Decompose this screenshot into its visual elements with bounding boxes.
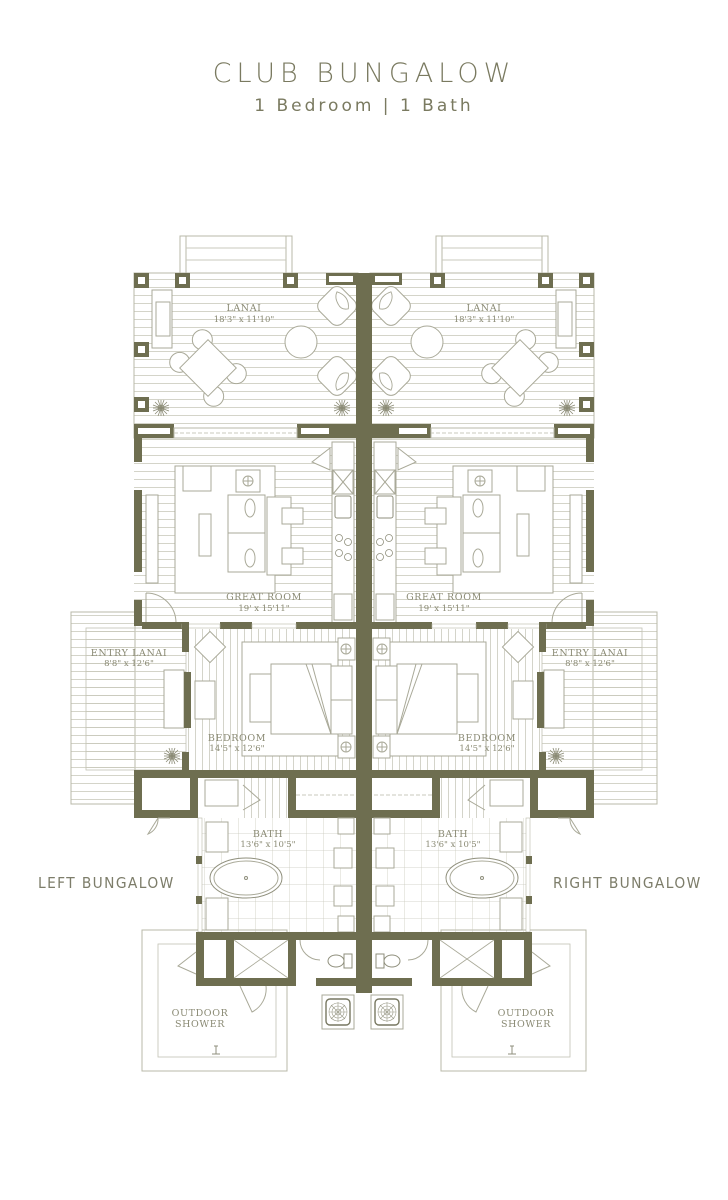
room-name-great-room: GREAT ROOM <box>406 592 482 603</box>
room-name-great-room: GREAT ROOM <box>226 592 302 603</box>
room-size-bedroom: 14'5" x 12'6" <box>209 744 264 754</box>
room-name-lanai: LANAI <box>466 303 501 314</box>
room-size-bedroom: 14'5" x 12'6" <box>459 744 514 754</box>
room-name-lanai: LANAI <box>226 303 261 314</box>
room-name-bedroom: BEDROOM <box>208 733 266 744</box>
left-bungalow-label: LEFT BUNGALOW <box>38 874 175 892</box>
room-name-outdoor-shower-2: SHOWER <box>501 1019 551 1030</box>
room-size-lanai: 18'3" x 11'10" <box>214 315 275 325</box>
room-size-entry-lanai: 8'8" x 12'6" <box>565 659 615 669</box>
room-size-entry-lanai: 8'8" x 12'6" <box>104 659 154 669</box>
room-name-outdoor-shower: OUTDOOR <box>172 1008 229 1019</box>
room-size-great-room: 19' x 15'11" <box>418 604 469 614</box>
drain-icon <box>370 994 404 1030</box>
right-room-labels: LANAI 18'3" x 11'10" GREAT ROOM 19' x 15… <box>406 303 628 1030</box>
room-size-bath: 13'6" x 10'5" <box>425 840 480 850</box>
room-name-bath: BATH <box>438 829 468 840</box>
room-name-outdoor-shower: OUTDOOR <box>498 1008 555 1019</box>
room-size-lanai: 18'3" x 11'10" <box>454 315 515 325</box>
left-room-labels: LANAI 18'3" x 11'10" GREAT ROOM 19' x 15… <box>91 303 302 1030</box>
room-name-entry-lanai: ENTRY LANAI <box>91 648 167 659</box>
plan-subtitle: 1 Bedroom | 1 Bath <box>254 96 474 116</box>
room-name-bedroom: BEDROOM <box>458 733 516 744</box>
room-size-great-room: 19' x 15'11" <box>238 604 289 614</box>
room-name-bath: BATH <box>253 829 283 840</box>
room-size-bath: 13'6" x 10'5" <box>240 840 295 850</box>
room-name-entry-lanai: ENTRY LANAI <box>552 648 628 659</box>
plan-title: CLUB BUNGALOW <box>212 58 516 89</box>
right-bungalow-label: RIGHT BUNGALOW <box>553 874 702 892</box>
room-name-outdoor-shower-2: SHOWER <box>175 1019 225 1030</box>
drain-icon <box>321 994 355 1030</box>
